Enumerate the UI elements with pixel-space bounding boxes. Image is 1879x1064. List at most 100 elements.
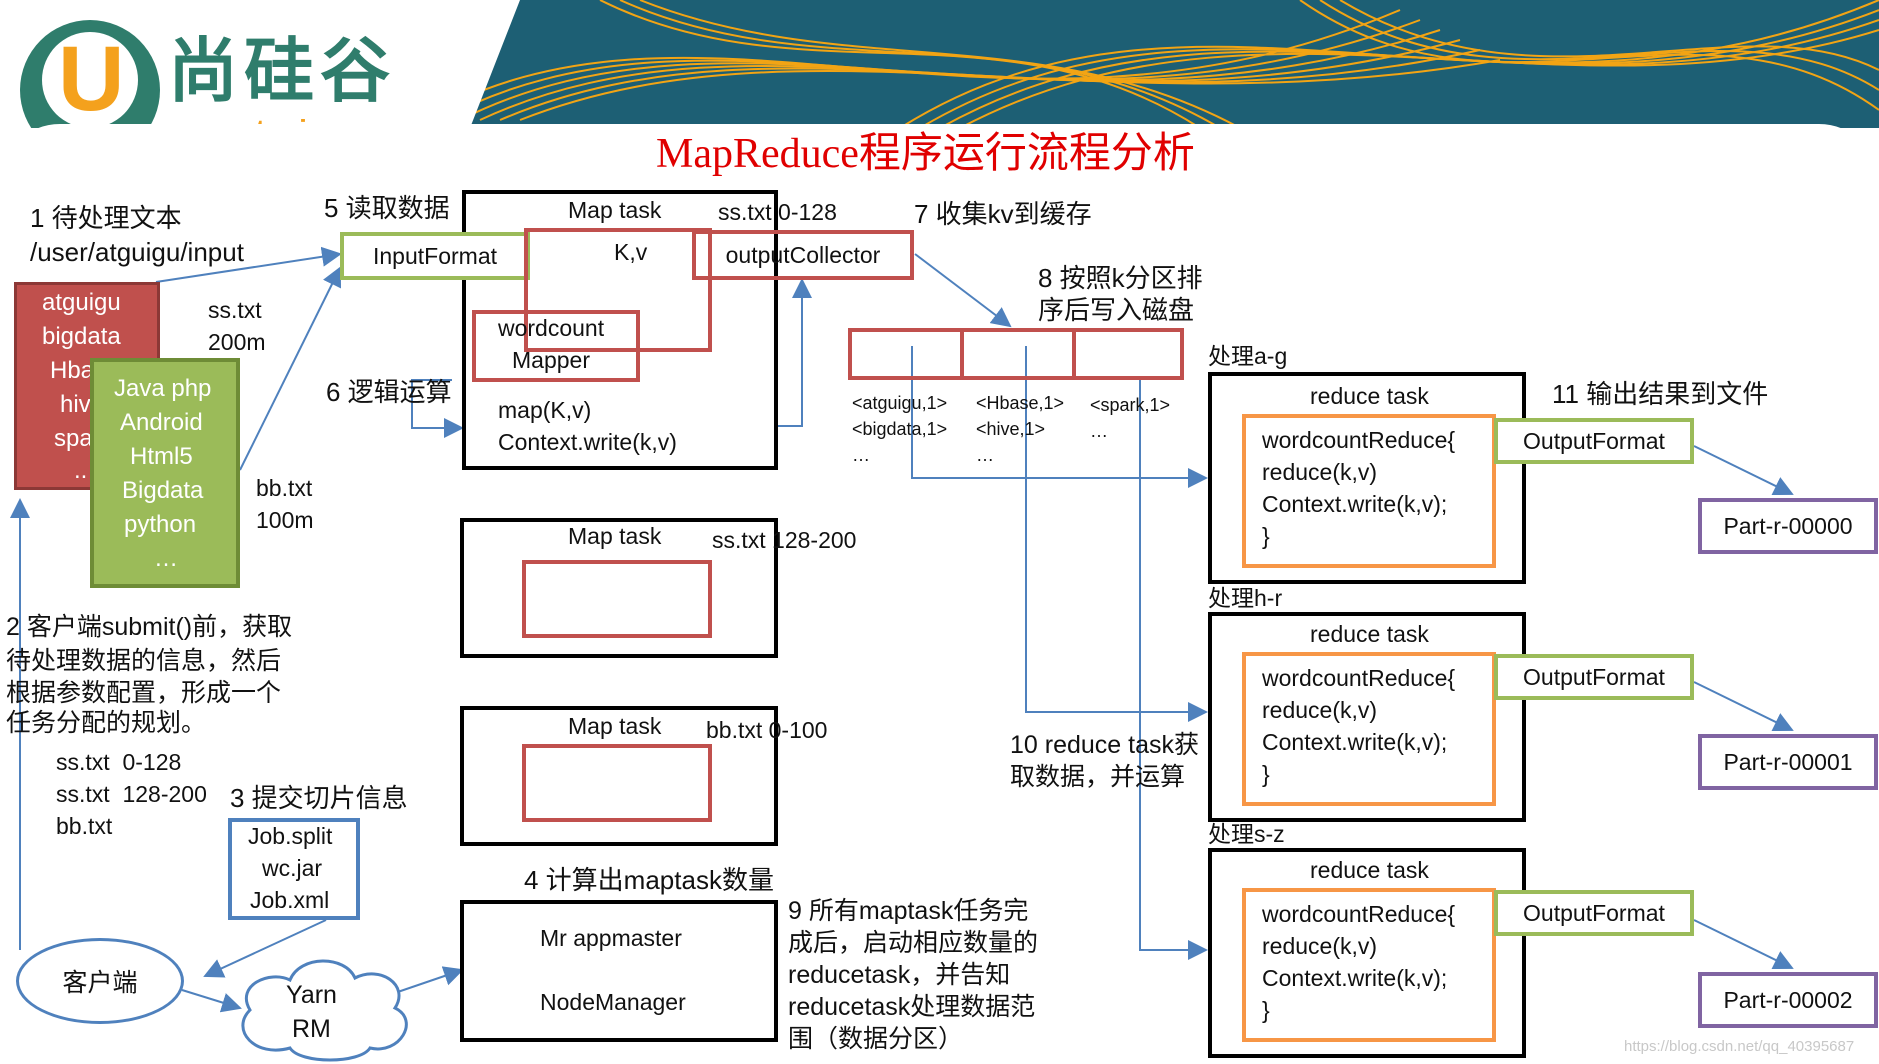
file-bb-line: Java php	[114, 375, 212, 402]
map-code-line: Context.write(k,v)	[498, 429, 677, 455]
partition-entry: <bigdata,1>	[852, 419, 948, 439]
mapper-line: wordcount	[498, 315, 605, 341]
map-task-3	[460, 706, 778, 846]
client-ellipse: 客户端	[16, 938, 184, 1024]
step7-label: 7 收集kv到缓存	[914, 199, 1092, 229]
output-format-box: OutputFormat	[1494, 654, 1694, 700]
step9-line5: 围（数据分区）	[788, 1025, 964, 1053]
reducer-code: reduce(k,v)	[1262, 459, 1378, 485]
split-3: bb.txt	[56, 813, 113, 839]
split-1: ss.txt 0-128	[56, 749, 182, 775]
step6-label: 6 逻辑运算	[326, 377, 452, 407]
reduce-task-title: reduce task	[1310, 383, 1429, 409]
step10-line2: 取数据，并运算	[1010, 763, 1186, 791]
reducer-code: wordcountReduce{	[1262, 427, 1456, 453]
part-file-2: Part-r-00002	[1698, 972, 1878, 1028]
logo-inner	[42, 32, 138, 128]
map-task-2	[460, 518, 778, 658]
rm-label: RM	[292, 1015, 331, 1043]
output-format-label: OutputFormat	[1523, 427, 1665, 454]
mapper-box	[472, 310, 640, 382]
reducer-code: wordcountReduce{	[1262, 901, 1456, 927]
reducer-code: Context.write(k,v);	[1262, 729, 1448, 755]
file-bb-line: …	[154, 545, 178, 572]
partition-entry: …	[976, 445, 994, 465]
file-bb-box	[90, 358, 240, 588]
output-collector-box: outputCollector	[692, 230, 914, 280]
reducer-code: }	[1262, 523, 1270, 549]
step9-line3: reducetask，并告知	[788, 961, 1011, 989]
file-ss-line: spa	[54, 425, 93, 452]
reducer-code: Context.write(k,v);	[1262, 965, 1448, 991]
map-task-inner	[522, 560, 712, 638]
file-ss-line: ..	[74, 457, 88, 484]
page-title: MapReduce程序运行流程分析	[656, 131, 1195, 177]
partition-entry: <atguigu,1>	[852, 393, 948, 413]
output-collector-label: outputCollector	[725, 241, 881, 268]
partition-entry: <Hbase,1>	[976, 393, 1065, 413]
partition-entry: <hive,1>	[976, 419, 1046, 439]
reducer-code: reduce(k,v)	[1262, 933, 1378, 959]
appmaster-label: Mr appmaster	[540, 925, 682, 951]
step8-line1: 8 按照k分区排	[1038, 263, 1203, 293]
output-format-box: OutputFormat	[1494, 890, 1694, 936]
step3-label: 3 提交切片信息	[230, 783, 408, 813]
mapper-line: Mapper	[512, 347, 590, 373]
yarn-label: Yarn	[286, 981, 337, 1009]
reduce-range: 处理h-r	[1208, 585, 1283, 611]
step11-label: 11 输出结果到文件	[1552, 379, 1769, 409]
step9-line4: reducetask处理数据范	[788, 993, 1036, 1021]
file-ss-line: bigdata	[42, 323, 121, 350]
split-2: ss.txt 128-200	[56, 781, 207, 807]
job-file: Job.split	[248, 823, 333, 849]
ss-size-label: ss.txt	[208, 297, 262, 323]
logo-chinese: 尚硅谷	[168, 32, 396, 110]
step5-label: 5 读取数据	[324, 193, 450, 223]
reducer-code: wordcountReduce{	[1262, 665, 1456, 691]
part-file-1: Part-r-00001	[1698, 734, 1878, 790]
part-file-label: Part-r-00000	[1723, 512, 1853, 539]
map-task-split: bb.txt 0-100	[706, 717, 828, 743]
bb-size-value: 100m	[256, 507, 314, 533]
file-ss-line: hiv	[60, 391, 91, 418]
part-file-label: Part-r-00001	[1723, 748, 1853, 775]
client-label: 客户端	[62, 969, 138, 997]
reducer-box	[1242, 414, 1496, 568]
reduce-task-title: reduce task	[1310, 857, 1429, 883]
nodemanager-label: NodeManager	[540, 989, 686, 1015]
file-bb-line: Html5	[130, 443, 193, 470]
logo-letter: U	[58, 28, 125, 128]
partition-entry: <spark,1>	[1090, 395, 1171, 415]
reduce-range: 处理s-z	[1208, 821, 1285, 847]
output-format-label: OutputFormat	[1523, 899, 1665, 926]
step9-line1: 9 所有maptask任务完	[788, 897, 1029, 925]
partition-entry: …	[1090, 421, 1108, 441]
step2-line4: 任务分配的规划。	[6, 709, 207, 737]
reduce-range: 处理a-g	[1208, 343, 1288, 369]
watermark: https://blog.csdn.net/qq_40395687	[1624, 1038, 1855, 1055]
step4-label: 4 计算出maptask数量	[524, 865, 774, 895]
appmaster-box	[460, 900, 778, 1042]
input-format-box: InputFormat	[340, 232, 530, 280]
input-format-label: InputFormat	[373, 242, 497, 269]
map-task-title: Map task	[568, 523, 662, 549]
header-banner: U 尚硅谷 www.atguigu.com	[0, 0, 1879, 128]
file-ss-line: atguigu	[42, 289, 121, 316]
map-code-line: map(K,v)	[498, 397, 592, 423]
map-task-title: Map task	[568, 713, 662, 739]
job-file: Job.xml	[250, 887, 330, 913]
step1-path: /user/atguigu/input	[30, 237, 244, 267]
step9-line2: 成后，启动相应数量的	[788, 929, 1039, 957]
partition-buffer-2	[960, 328, 1076, 380]
output-format-label: OutputFormat	[1523, 663, 1665, 690]
file-ss-line: Hba	[50, 357, 95, 384]
step8-line2: 序后写入磁盘	[1038, 295, 1195, 325]
step2-line2: 待处理数据的信息，然后	[6, 647, 282, 675]
partition-buffer-3	[1072, 328, 1184, 380]
reduce-task-title: reduce task	[1310, 621, 1429, 647]
reducer-code: reduce(k,v)	[1262, 697, 1378, 723]
map-kv-frame	[524, 228, 712, 352]
job-file: wc.jar	[262, 855, 323, 881]
